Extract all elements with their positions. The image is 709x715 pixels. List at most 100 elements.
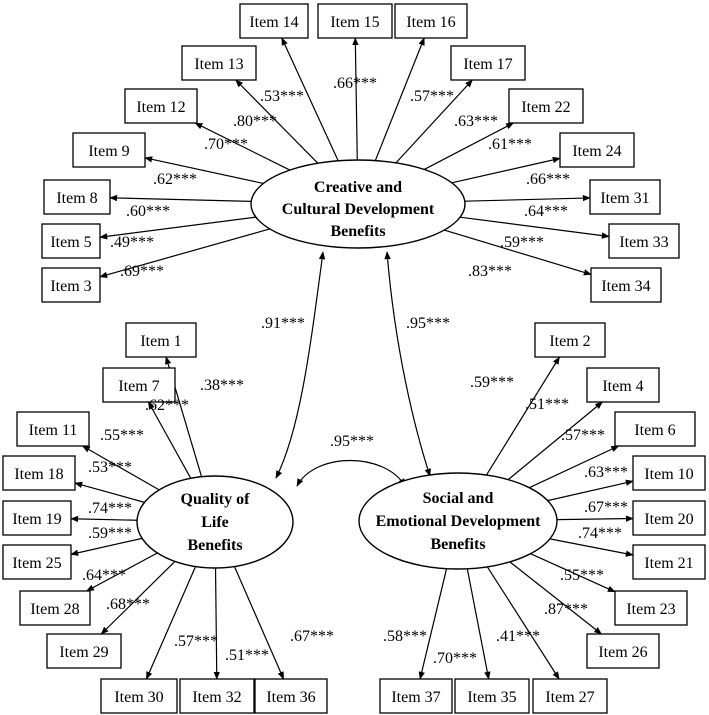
social-loading-arrow [486, 566, 560, 680]
item-box-rect [534, 322, 606, 358]
cov-creative-quality [275, 251, 326, 479]
cov-creative-quality-label: .91*** [261, 315, 305, 332]
item-box-rect [632, 500, 706, 536]
quality-loading-arrow [70, 537, 143, 556]
item-label: Item 2 [549, 333, 590, 350]
loading-coefficient: .68*** [106, 596, 150, 613]
item-box-rect [614, 411, 696, 447]
loading-coefficient: .57*** [561, 427, 605, 444]
item-label: Item 17 [463, 56, 512, 73]
item-box: Item 37 [379, 678, 453, 714]
item-box-rect [2, 455, 76, 491]
item-box: Item 2 [534, 322, 606, 358]
factor-quality-line2: Life [201, 514, 229, 531]
item-box: Item 20 [632, 500, 706, 536]
item-box-rect [317, 3, 393, 39]
item-label: Item 16 [406, 14, 455, 31]
loading-coefficient: .70*** [433, 650, 477, 667]
item-box-rect [100, 678, 178, 714]
quality-loading-arrow [74, 481, 145, 503]
item-box: Item 1 [125, 322, 197, 358]
loading-coefficient: .83*** [468, 263, 512, 280]
item-box-rect [239, 3, 309, 39]
item-label: Item 33 [619, 234, 668, 251]
creative-loading-arrow [99, 228, 270, 278]
loading-coefficient: .74*** [88, 500, 132, 517]
creative-loading-arrow [459, 216, 610, 239]
item-label: Item 30 [114, 689, 163, 706]
item-box: Item 35 [454, 678, 530, 714]
loading-coefficient: .55*** [560, 567, 604, 584]
item-box-rect [589, 179, 661, 215]
item-box: Item 15 [317, 3, 393, 39]
item-box: Item 13 [181, 45, 257, 81]
item-label: Item 6 [634, 422, 675, 439]
item-box-rect [41, 223, 101, 259]
quality-loading-arrow [213, 567, 220, 680]
item-box: Item 26 [586, 633, 660, 669]
item-box: Item 11 [16, 411, 90, 447]
item-box: Item 8 [43, 179, 111, 215]
item-box-rect [508, 88, 584, 124]
cov-creative-social-label: .95*** [406, 315, 450, 332]
item-box-rect [2, 500, 72, 536]
social-loading-arrow [418, 568, 448, 680]
loading-coefficient: .53*** [260, 88, 304, 105]
loading-coefficient: .49*** [110, 234, 154, 251]
loading-coefficient: .80*** [233, 113, 277, 130]
loading-coefficient: .59*** [500, 234, 544, 251]
loading-coefficient: .62*** [145, 397, 189, 414]
creative-loading-arrow [444, 229, 592, 276]
quality-loading-arrow [233, 566, 285, 680]
creative-loading-arrow [194, 122, 291, 171]
item-box-rect [450, 45, 526, 81]
item-box-rect [102, 367, 176, 403]
loading-coefficient: .57*** [410, 88, 454, 105]
item-label: Item 34 [601, 278, 650, 295]
creative-loading-arrow [352, 37, 359, 161]
item-box-rect [586, 367, 660, 403]
quality-loading-arrow [70, 515, 138, 523]
social-loading-arrow [529, 445, 620, 489]
loading-coefficient: .87*** [544, 601, 588, 618]
social-loading-arrow [466, 568, 491, 680]
item-box: Item 32 [179, 678, 255, 714]
factor-social-line3: Benefits [430, 536, 485, 553]
item-label: Item 11 [29, 422, 78, 439]
loading-coefficient: .58*** [383, 628, 427, 645]
social-loading-arrow [485, 356, 560, 476]
factor-quality-line3: Benefits [187, 537, 242, 554]
creative-loading-arrow [281, 37, 339, 162]
item-box: Item 9 [72, 132, 146, 168]
factor-creative-line3: Benefits [330, 223, 385, 240]
item-label: Item 28 [30, 601, 79, 618]
item-box-rect [46, 633, 122, 669]
item-box-rect [632, 455, 706, 491]
loading-coefficient: .63*** [584, 464, 628, 481]
item-box: Item 21 [632, 544, 706, 580]
quality-loading-arrow [145, 566, 197, 680]
item-box: Item 25 [2, 544, 72, 580]
creative-loading-arrow [395, 79, 473, 164]
loading-coefficient: .55*** [100, 427, 144, 444]
item-box-rect [532, 678, 608, 714]
loading-coefficient: .64*** [524, 203, 568, 220]
item-label: Item 24 [572, 143, 621, 160]
item-label: Item 8 [56, 190, 97, 207]
item-box: Item 29 [46, 633, 122, 669]
social-loading-arrow [549, 538, 634, 557]
social-loading-arrow [530, 553, 616, 593]
item-label: Item 29 [59, 644, 108, 661]
item-box: Item 19 [2, 500, 72, 536]
loading-coefficient: .61*** [488, 136, 532, 153]
loading-coefficient: .60*** [126, 203, 170, 220]
item-box: Item 12 [124, 88, 198, 124]
item-label: Item 3 [50, 278, 91, 295]
loading-coefficient: .67*** [290, 628, 334, 645]
item-box: Item 17 [450, 45, 526, 81]
item-box: Item 6 [614, 411, 696, 447]
item-box-rect [2, 544, 72, 580]
item-label: Item 13 [194, 56, 243, 73]
item-label: Item 20 [644, 511, 693, 528]
